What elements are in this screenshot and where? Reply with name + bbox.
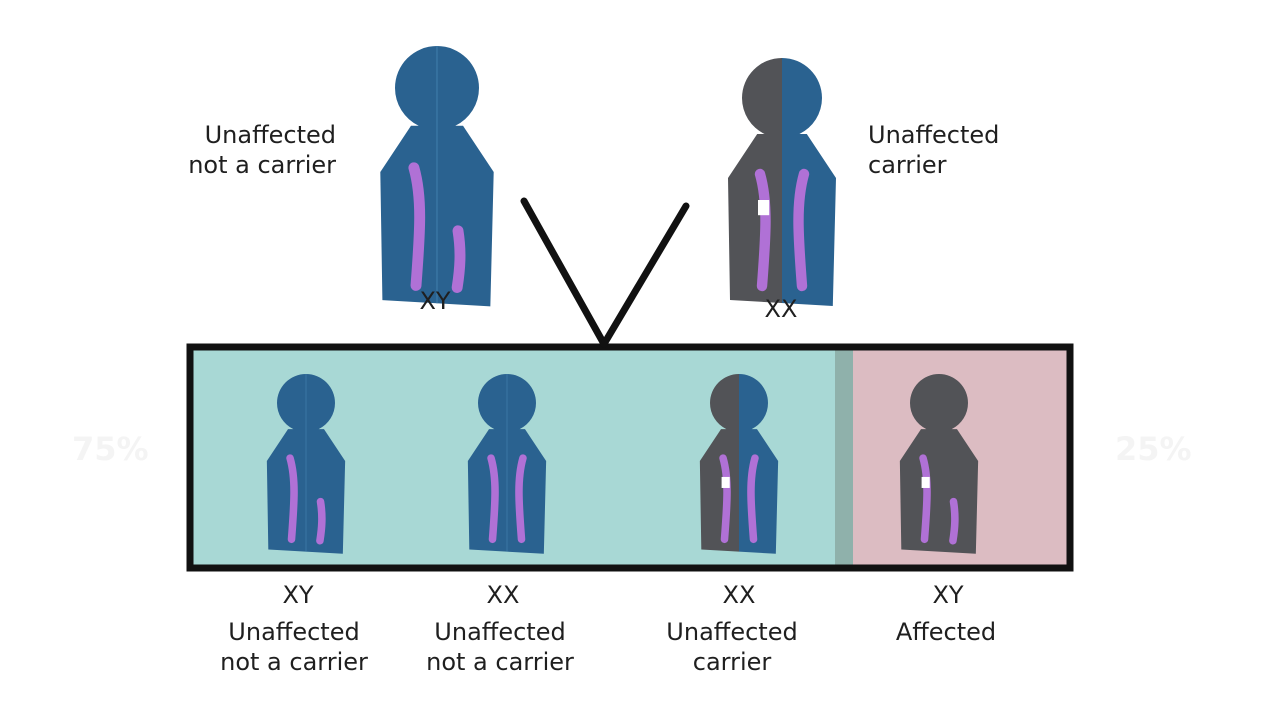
- mother-status-label: Unaffected carrier: [868, 121, 1000, 179]
- mother-chromosomes-label: XX: [764, 295, 798, 323]
- offspring-2-chromosomes: XX: [486, 581, 520, 609]
- unaffected-percentage: 75%: [72, 430, 149, 468]
- offspring-2-figure-chromosome-x2: [515, 454, 527, 544]
- offspring-1-status: Unaffected not a carrier: [220, 618, 368, 676]
- mother-figure: [727, 58, 837, 306]
- offspring-1-figure-chromosome-x: [286, 454, 298, 544]
- offspring-1-figure-chromosome-y: [316, 497, 326, 545]
- cross-line-right: [600, 202, 690, 348]
- offspring-3-chromosomes: XX: [722, 581, 756, 609]
- offspring-4-figure-mutation-marker: [921, 476, 930, 488]
- offspring-3-status: Unaffected carrier: [666, 618, 798, 676]
- offspring-4-chromosomes: XY: [932, 581, 964, 609]
- mother-figure-chromosome-x2: [793, 168, 810, 292]
- offspring-4-figure-chromosome-x: [919, 454, 931, 544]
- offspring-frame: [186, 343, 1074, 572]
- mother-figure-mutation-marker: [758, 200, 770, 216]
- cross-line-left: [520, 197, 608, 348]
- offspring-4-figure-chromosome-y: [949, 497, 959, 545]
- offspring-2-figure-chromosome-x: [487, 454, 499, 544]
- outcome-divider-strip: [835, 349, 853, 566]
- offspring-1-chromosomes: XY: [282, 581, 314, 609]
- affected-percentage: 25%: [1115, 430, 1192, 468]
- father-figure-chromosome-x: [408, 162, 426, 291]
- offspring-3-figure-chromosome-x2: [747, 454, 759, 544]
- offspring-3-figure-mutation-marker: [721, 476, 730, 488]
- offspring-3-figure-chromosome-x: [719, 454, 731, 544]
- mother-figure-chromosome-x: [754, 168, 771, 292]
- father-figure-chromosome-y: [451, 225, 466, 293]
- father-chromosomes-label: XY: [419, 287, 451, 315]
- offspring-2-status: Unaffected not a carrier: [426, 618, 574, 676]
- father-status-label: Unaffected not a carrier: [188, 121, 336, 179]
- offspring-4-status: Affected: [895, 618, 997, 646]
